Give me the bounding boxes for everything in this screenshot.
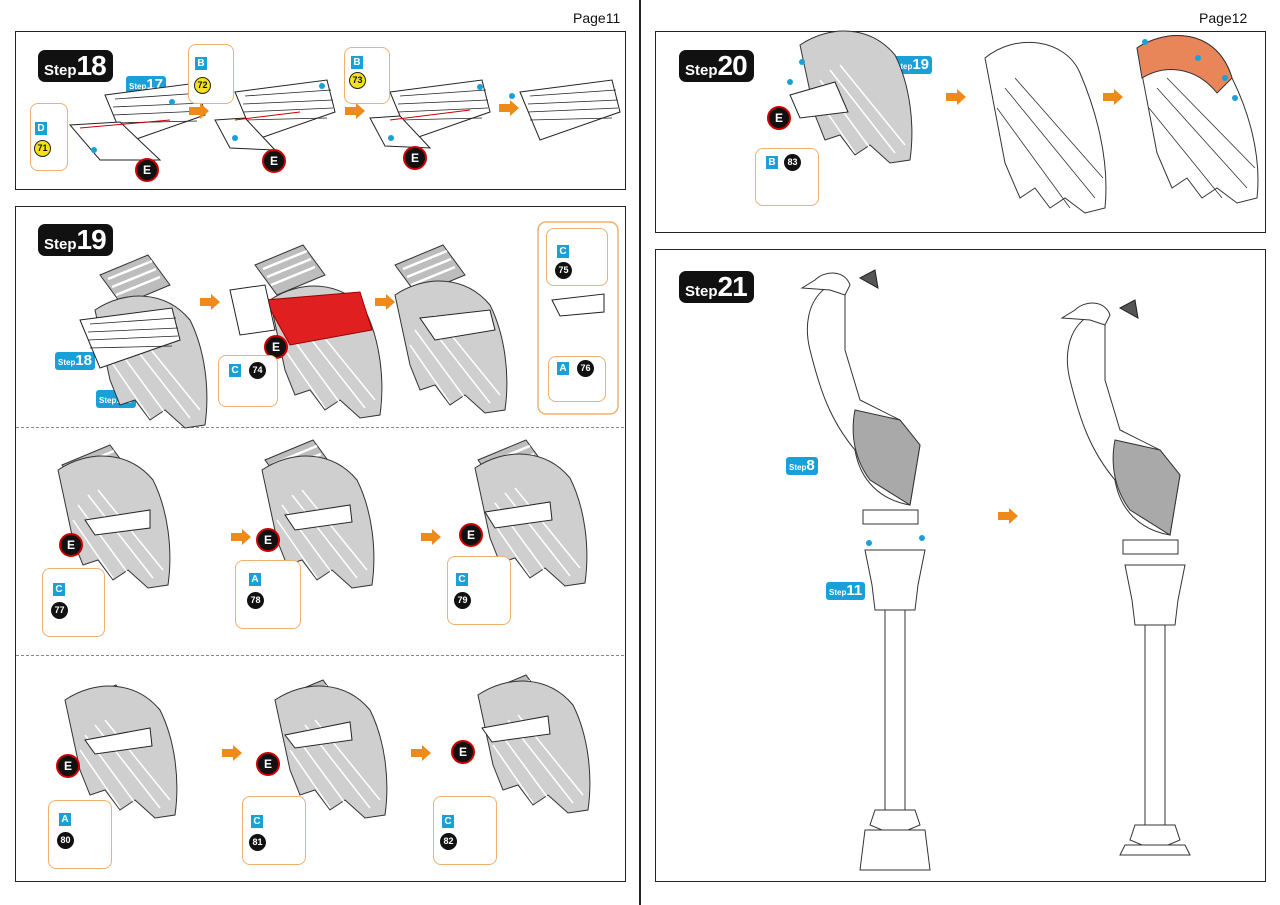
marker-e-19c: E — [256, 528, 280, 552]
marker-e-18b: E — [262, 149, 286, 173]
step-19-panel — [15, 206, 626, 882]
step-21-panel — [655, 249, 1266, 882]
page-number-right: Page12 — [1199, 10, 1248, 26]
peacock-body-right — [1060, 299, 1181, 555]
marker-e-18a: E — [135, 158, 159, 182]
part-box-79: C 79 — [447, 556, 511, 625]
marker-e-18c: E — [403, 146, 427, 170]
part-box-71: D 71 — [30, 103, 68, 171]
part-box-73: B 73 — [344, 47, 390, 104]
page-number-left: Page11 — [573, 10, 621, 26]
marker-e-19g: E — [451, 740, 475, 764]
marker-e-20: E — [767, 106, 791, 130]
marker-e-19e: E — [56, 754, 80, 778]
part-box-75: C 75 — [546, 228, 608, 286]
part-box-74: C 74 — [218, 355, 278, 407]
peacock-body-left — [800, 269, 921, 525]
step-19-separator-2 — [16, 655, 624, 656]
step-20-panel — [655, 31, 1266, 233]
part-box-72: B 72 — [188, 44, 234, 104]
lamp-post-left — [859, 549, 931, 871]
step-19-separator-1 — [16, 427, 624, 428]
part-box-77: C 77 — [42, 568, 105, 637]
part-box-81: C 81 — [242, 796, 306, 865]
part-box-78: A 78 — [235, 560, 301, 629]
part-box-83: B 83 — [755, 148, 819, 206]
part-box-76: A 76 — [548, 356, 606, 402]
lamp-post-right — [1119, 564, 1191, 856]
part-box-80: A 80 — [48, 800, 112, 869]
marker-e-19b: E — [59, 533, 83, 557]
part-box-82: C 82 — [433, 796, 497, 865]
page-divider — [639, 0, 641, 905]
marker-e-19d: E — [459, 523, 483, 547]
step-18-panel — [15, 31, 626, 190]
marker-e-19f: E — [256, 752, 280, 776]
